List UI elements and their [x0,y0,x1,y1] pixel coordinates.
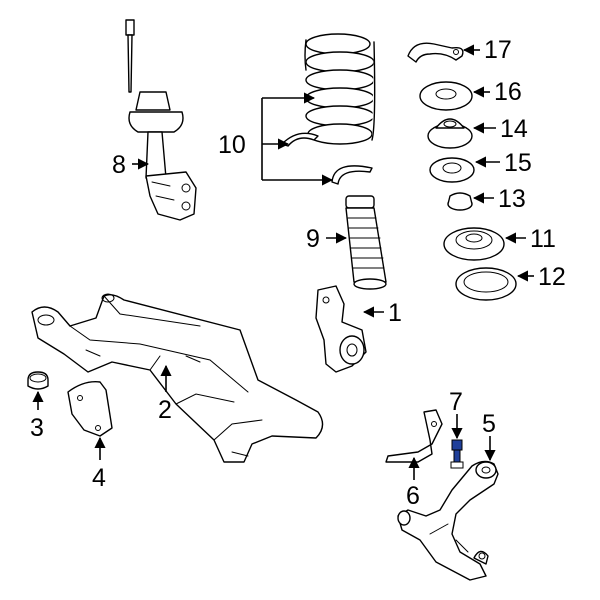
callout-7: 7 [449,388,463,416]
part-9-dust-boot[interactable] [345,195,387,290]
callout-3: 3 [30,414,44,442]
part-10-coil-spring[interactable] [304,33,376,145]
part-5-control-arm[interactable] [397,460,499,581]
part-4-bracket[interactable] [67,381,113,437]
callout-10: 10 [218,131,246,159]
part-16-mount-plate[interactable] [419,81,473,111]
callout-labels: 17 16 14 15 13 11 12 1 9 10 8 2 3 4 7 5 … [30,36,566,510]
part-15-spring-seat[interactable] [429,157,475,183]
callout-13: 13 [498,185,526,213]
part-12-ring-insulator[interactable] [455,267,517,301]
callout-6: 6 [406,482,420,510]
part-11-insulator[interactable] [443,227,505,261]
callout-15: 15 [504,149,532,177]
callout-9: 9 [306,225,320,253]
callout-8: 8 [112,151,126,179]
callout-1: 1 [388,299,402,327]
part-6-link-bracket[interactable] [385,409,443,463]
part-2-crossmember[interactable] [31,293,324,463]
part-10-spring-seat-lower[interactable] [331,165,373,185]
part-10-spring-seat-upper[interactable] [281,132,319,147]
callout-17: 17 [484,36,512,64]
part-17-clip[interactable] [407,42,464,63]
callout-16: 16 [494,78,522,106]
callout-14: 14 [500,115,528,143]
callout-4: 4 [92,464,106,492]
callout-5: 5 [482,410,496,438]
callout-12: 12 [538,263,566,291]
part-14-strut-mount[interactable] [427,118,473,149]
callout-11: 11 [530,225,556,253]
part-7-bolt[interactable] [450,439,464,469]
part-13-bumper[interactable] [447,192,473,211]
leader-lines [32,44,534,480]
part-8-strut[interactable] [125,19,197,221]
callout-2: 2 [158,396,172,424]
part-3-bushing[interactable] [27,371,49,390]
part-1-knuckle[interactable] [315,285,367,373]
